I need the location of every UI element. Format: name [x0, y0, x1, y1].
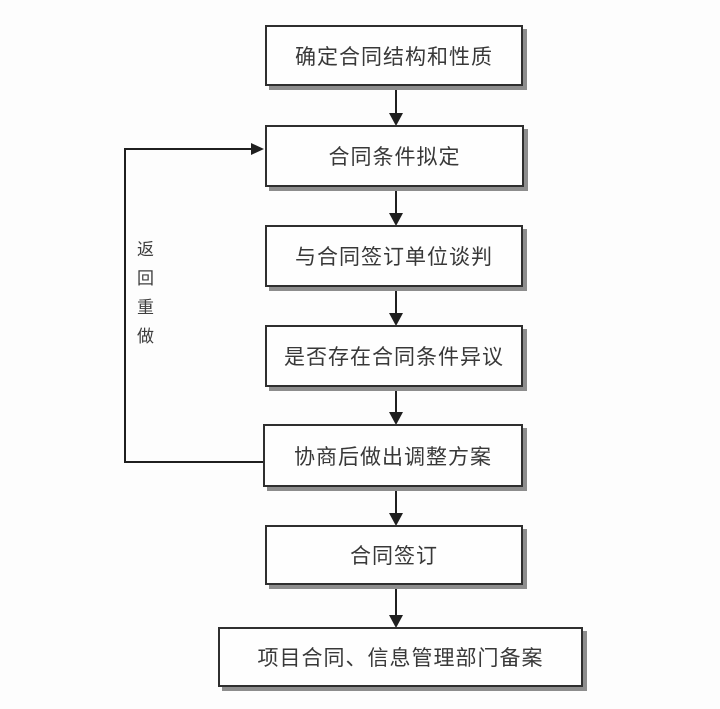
node-sign-contract: 合同签订: [265, 525, 523, 585]
arrowhead-down-icon: [389, 513, 403, 526]
node-draft-conditions: 合同条件拟定: [265, 125, 524, 187]
feedback-loop-line: [124, 148, 263, 463]
node-determine-structure: 确定合同结构和性质: [265, 25, 523, 86]
arrowhead-down-icon: [389, 113, 403, 126]
arrowhead-right-icon: [251, 143, 264, 155]
arrowhead-down-icon: [389, 615, 403, 628]
arrowhead-down-icon: [389, 213, 403, 226]
arrowhead-down-icon: [389, 313, 403, 326]
node-negotiate-with-unit: 与合同签订单位谈判: [265, 225, 523, 287]
node-adjustment-plan: 协商后做出调整方案: [263, 424, 523, 487]
arrowhead-down-icon: [389, 412, 403, 425]
node-department-filing: 项目合同、信息管理部门备案: [218, 627, 583, 687]
feedback-loop-label: 返回重做: [134, 240, 153, 356]
node-objection-check: 是否存在合同条件异议: [265, 325, 523, 387]
